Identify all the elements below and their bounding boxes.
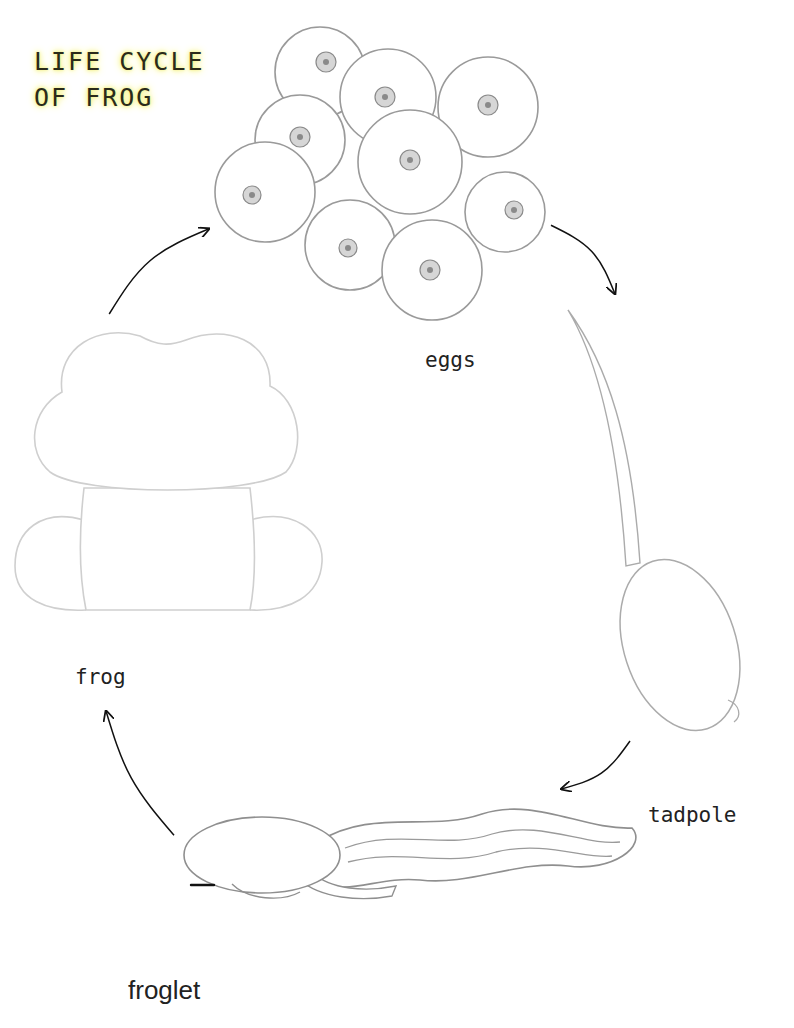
diagram-title: LIFE CYCLE OF FROG	[34, 44, 239, 117]
froglet-head	[184, 817, 340, 893]
nucleus-dot	[511, 207, 517, 213]
nucleus-dot	[345, 245, 351, 251]
stage-label: froglet	[128, 975, 200, 1006]
nucleus-dot	[323, 59, 329, 65]
eggs-stage: eggs	[215, 30, 545, 385]
egg-nucleus	[400, 150, 420, 170]
frog-right-leg	[250, 517, 322, 610]
froglet-stage: froglet	[180, 795, 645, 910]
froglet-tail	[318, 809, 636, 887]
egg-cluster	[215, 27, 545, 320]
egg	[358, 110, 462, 214]
egg	[215, 142, 315, 242]
egg	[382, 220, 482, 320]
froglet-illustration	[180, 795, 645, 910]
nucleus-dot	[297, 134, 303, 140]
frog-left-leg	[15, 517, 86, 611]
egg-nucleus	[316, 52, 336, 72]
stage-label: frog	[75, 665, 126, 689]
froglet-front-leg	[232, 884, 300, 898]
tadpole-illustration	[560, 300, 760, 735]
egg-nucleus	[339, 239, 357, 257]
nucleus-dot	[407, 157, 413, 163]
egg-nucleus	[420, 260, 440, 280]
cycle-arrow	[551, 225, 615, 294]
tadpole-tail	[568, 310, 640, 566]
egg	[465, 172, 545, 252]
stage-label: tadpole	[648, 803, 737, 827]
nucleus-dot	[249, 192, 255, 198]
cycle-arrow	[561, 741, 630, 789]
frog-illustration	[10, 320, 330, 705]
cycle-arrow	[109, 229, 209, 314]
nucleus-dot	[427, 267, 433, 273]
egg-nucleus	[375, 87, 395, 107]
tail-fin-line	[348, 848, 612, 862]
egg-nucleus	[243, 186, 261, 204]
frog-body	[80, 488, 254, 610]
tadpole-mouth	[728, 700, 739, 722]
title-box: LIFE CYCLE OF FROG	[34, 44, 239, 117]
nucleus-dots	[249, 59, 517, 273]
frog-head	[35, 333, 298, 490]
froglet-eye	[191, 884, 214, 886]
tadpole-body	[600, 544, 761, 746]
cycle-arrow	[106, 711, 174, 835]
stage-label: eggs	[425, 348, 476, 372]
nucleus-dot	[485, 102, 491, 108]
eggs-illustration	[215, 30, 545, 385]
tadpole-stage: tadpole	[560, 300, 760, 735]
egg-nucleus-group	[243, 52, 523, 280]
egg-nucleus	[478, 95, 498, 115]
nucleus-dot	[382, 94, 388, 100]
tail-fin-line	[345, 830, 620, 848]
egg-nucleus	[505, 201, 523, 219]
egg	[305, 200, 395, 290]
egg-nucleus	[290, 127, 310, 147]
frog-stage: frog	[10, 320, 330, 705]
